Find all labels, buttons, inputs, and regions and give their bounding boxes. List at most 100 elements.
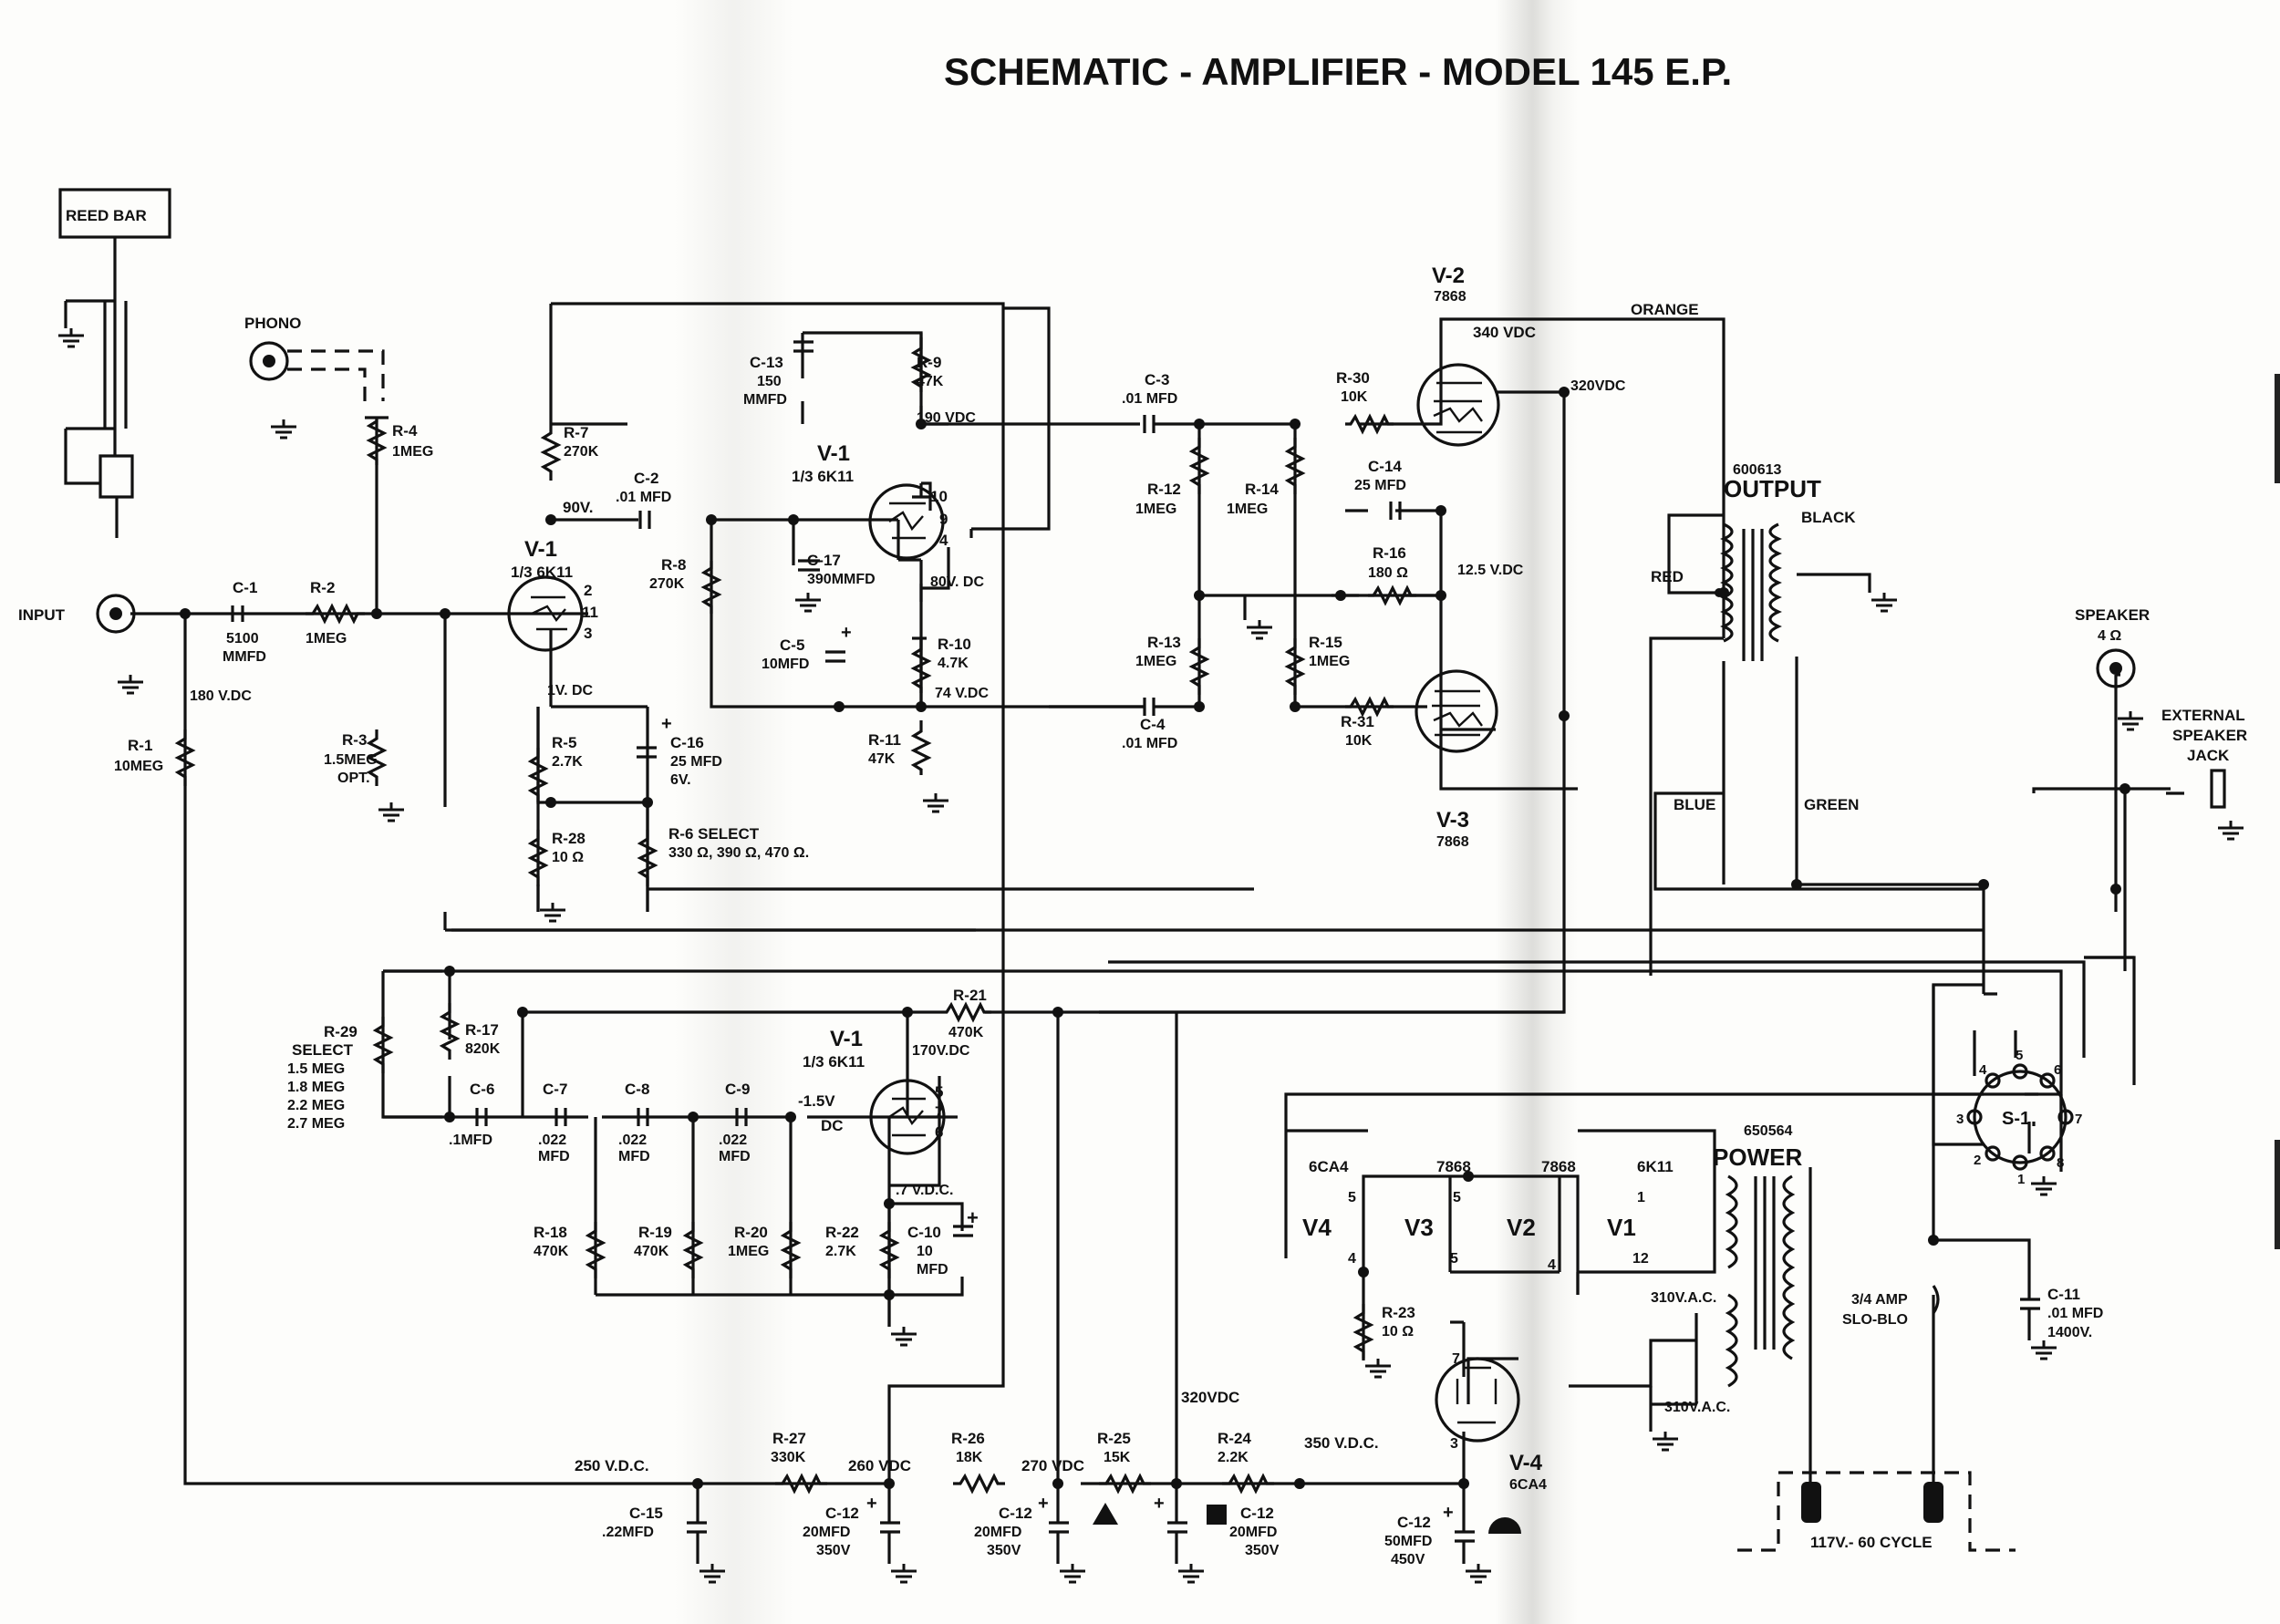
v2-name: V-2: [1432, 264, 1465, 288]
power-transformer-label: POWER: [1713, 1143, 1802, 1171]
phono-jack-icon: [249, 341, 289, 381]
input-label: INPUT: [18, 606, 66, 624]
r6-value: 330 Ω, 390 Ω, 470 Ω.: [668, 845, 809, 861]
c12-value: 350V: [1245, 1543, 1280, 1558]
c1-name: C-1: [233, 579, 257, 596]
speaker-impedance: 4 Ω: [2098, 628, 2121, 644]
mains-plug-prong-icon: [1923, 1482, 1943, 1523]
r6-name: R-6 SELECT: [668, 825, 760, 843]
tube-v4: [1435, 1357, 1520, 1443]
c17-value: 390MMFD: [807, 572, 876, 587]
s1-pin: 7: [2075, 1112, 2082, 1127]
r28-value: 10 Ω: [552, 850, 584, 865]
r23-name: R-23: [1382, 1304, 1415, 1321]
c1-value: MMFD: [223, 649, 266, 665]
c6-name: C-6: [470, 1081, 494, 1098]
wire-black: BLACK: [1801, 509, 1856, 526]
c15-value: .22MFD: [602, 1525, 654, 1540]
c12-value: 20MFD: [803, 1525, 850, 1540]
r8-name: R-8: [661, 556, 686, 574]
c7-name: C-7: [543, 1081, 567, 1098]
v1b-type: 1/3 6K11: [792, 468, 854, 485]
c14-name: C-14: [1368, 458, 1402, 475]
capacitors: [231, 340, 2040, 1564]
c13-value: MMFD: [743, 392, 787, 408]
plus-sign: +: [841, 623, 852, 643]
c12-name: C-12: [1240, 1505, 1274, 1522]
v1c-name: V-1: [830, 1027, 863, 1051]
heater-pin: 12: [1632, 1251, 1649, 1267]
r21-name: R-21: [953, 987, 987, 1004]
phono-label: PHONO: [244, 315, 301, 332]
v3-type: 7868: [1436, 834, 1469, 850]
heater-pin: 4: [1548, 1257, 1556, 1273]
r30-name: R-30: [1336, 369, 1370, 387]
tube-v1c: [869, 1079, 946, 1155]
r11-name: R-11: [868, 731, 901, 749]
mains-label: 117V.- 60 CYCLE: [1810, 1534, 1933, 1551]
c12-name: C-12: [1397, 1514, 1431, 1531]
c7-value: .022: [538, 1133, 566, 1148]
r19-name: R-19: [638, 1224, 672, 1241]
s1-pin: 1: [2017, 1172, 2025, 1187]
v1b-pin: 10: [930, 488, 948, 505]
labels: SCHEMATIC - AMPLIFIER - MODEL 145 E.P. R…: [18, 50, 2247, 1567]
voltage-80: 80V. DC: [930, 574, 984, 590]
r2-name: R-2: [310, 579, 335, 596]
r22-value: 2.7K: [825, 1244, 856, 1259]
r22-name: R-22: [825, 1224, 859, 1241]
r20-name: R-20: [734, 1224, 768, 1241]
c10-value: MFD: [917, 1262, 948, 1277]
voltage-1: 1V. DC: [547, 683, 594, 698]
heater-pin: 5: [1450, 1251, 1458, 1267]
plus-sign: +: [1038, 1494, 1049, 1514]
r7-name: R-7: [564, 424, 588, 441]
heater-pin: 1: [1637, 1190, 1645, 1205]
plus-sign: +: [967, 1206, 979, 1229]
binder-tab-mark: [2275, 1140, 2280, 1249]
c12-value: 350V: [816, 1543, 851, 1558]
c9-value: MFD: [719, 1149, 751, 1164]
c10-value: 10: [917, 1244, 933, 1259]
c16-name: C-16: [670, 734, 704, 751]
wire-blue: BLUE: [1674, 796, 1715, 813]
voltage-90: 90V.: [563, 499, 593, 516]
c15-name: C-15: [629, 1505, 663, 1522]
r4-value: 1MEG: [392, 444, 433, 460]
output-transformer-label: OUTPUT: [1724, 475, 1821, 502]
v1c-pin: 5: [935, 1083, 943, 1101]
c3-name: C-3: [1145, 371, 1169, 388]
heater-v1: V1: [1607, 1214, 1636, 1241]
voltage-neg-1-5: -1.5V: [798, 1092, 835, 1110]
output-transformer-number: 600613: [1733, 462, 1781, 478]
r27-name: R-27: [772, 1430, 806, 1447]
r17-value: 820K: [465, 1041, 501, 1057]
r24-value: 2.2K: [1218, 1450, 1249, 1465]
power-rail-dashed: [1737, 1471, 2016, 1552]
r26-value: 18K: [956, 1450, 983, 1465]
r23-value: 10 Ω: [1382, 1324, 1414, 1340]
voltage-190: 190 VDC: [917, 410, 976, 426]
v3-name: V-3: [1436, 808, 1469, 833]
v1b-pin: 4: [939, 532, 948, 549]
heater-tube-type: 7868: [1436, 1158, 1471, 1175]
r19-value: 470K: [634, 1244, 669, 1259]
r21-value: 470K: [948, 1025, 984, 1040]
v4-pin: 7: [1452, 1351, 1460, 1367]
connectors-and-ground: [57, 188, 2245, 1584]
v4-pin: 3: [1450, 1436, 1458, 1452]
plus-sign: +: [866, 1494, 877, 1514]
c8-value: .022: [618, 1133, 647, 1148]
s1-pin: 4: [1979, 1062, 1987, 1078]
v4-type: 6CA4: [1509, 1477, 1547, 1493]
voltage-0-7: .7 V.D.C.: [896, 1183, 953, 1198]
v1a-pin: 3: [584, 625, 592, 642]
r25-name: R-25: [1097, 1430, 1131, 1447]
r29-value: 2.2 MEG: [287, 1098, 345, 1113]
r27-value: 330K: [771, 1450, 806, 1465]
r25-value: 15K: [1104, 1450, 1131, 1465]
r29-select: SELECT: [292, 1041, 354, 1059]
selector-switch-s1: [1973, 1070, 2068, 1164]
tube-v1b: [868, 483, 945, 560]
r12-name: R-12: [1147, 481, 1181, 498]
